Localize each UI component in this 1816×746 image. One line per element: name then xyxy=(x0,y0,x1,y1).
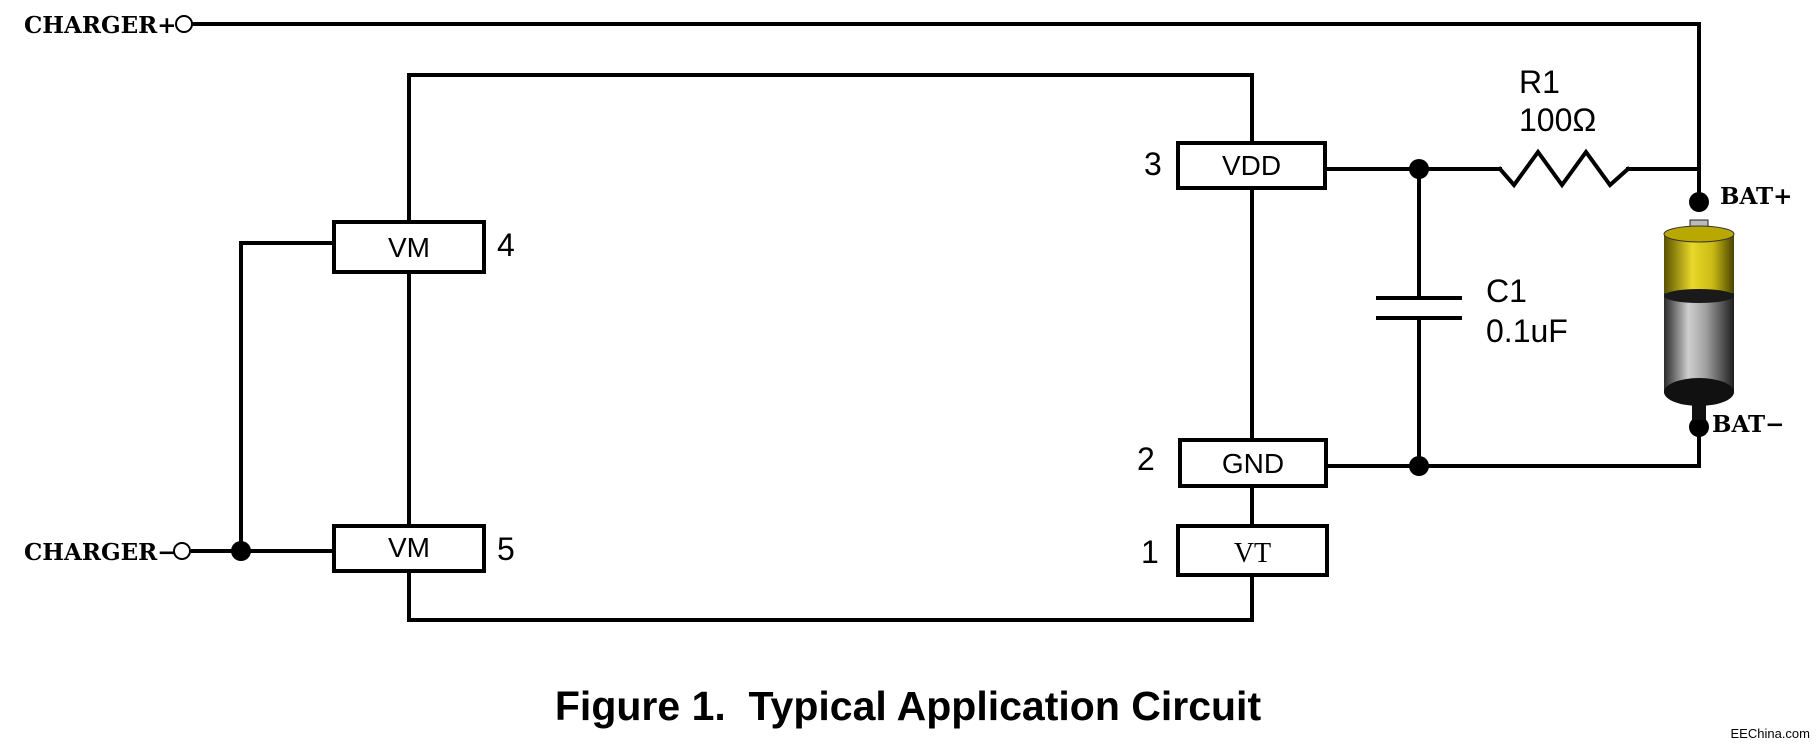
bat-minus-label: BAT− xyxy=(1712,411,1784,438)
pin-box xyxy=(1176,524,1329,577)
capacitor-value: 0.1uF xyxy=(1486,313,1568,349)
junction-gnd xyxy=(1409,456,1429,476)
pin-label: VM xyxy=(388,532,430,563)
terminal-charger-minus: CHARGER− xyxy=(24,539,191,566)
pin-number: 5 xyxy=(497,531,515,567)
pin-5: VM 5 xyxy=(332,524,515,573)
pin-number: 4 xyxy=(497,227,515,263)
terminal-charger-plus: CHARGER+ xyxy=(24,12,193,39)
junctions xyxy=(231,159,1709,561)
pin-box xyxy=(332,524,486,573)
pin-4: VM 4 xyxy=(332,220,515,274)
pin-1: VT 1 xyxy=(1141,524,1329,577)
junction-charger-minus xyxy=(231,541,251,561)
battery-icon xyxy=(1663,219,1735,420)
figure-caption: Figure 1. Typical Application Circuit xyxy=(555,683,1262,729)
pin-number: 1 xyxy=(1141,534,1159,570)
charger-plus-label: CHARGER+ xyxy=(24,12,177,39)
pin-box xyxy=(332,220,486,274)
capacitor-ref: C1 xyxy=(1486,273,1527,309)
pin-3: VDD 3 xyxy=(1144,141,1327,190)
junction-vdd xyxy=(1409,159,1429,179)
pin-2: GND 2 xyxy=(1137,438,1328,488)
pin-label: GND xyxy=(1222,448,1284,479)
resistor-r1-zigzag xyxy=(1497,148,1631,189)
pin-label: VM xyxy=(388,232,430,263)
pin-box xyxy=(1178,438,1328,488)
pin-label: VT xyxy=(1234,538,1271,569)
terminal-open-circle-icon xyxy=(175,15,193,33)
watermark: EEChina.com xyxy=(1731,726,1810,741)
pin-number: 2 xyxy=(1137,441,1155,477)
resistor-ref: R1 xyxy=(1519,64,1560,100)
charger-minus-label: CHARGER− xyxy=(24,539,177,566)
pin-label: VDD xyxy=(1222,150,1281,181)
bat-plus-label: BAT+ xyxy=(1720,183,1792,210)
resistor-value: 100Ω xyxy=(1519,102,1596,138)
terminal-open-circle-icon xyxy=(173,542,191,560)
wires xyxy=(191,22,1701,622)
junction-bat-minus xyxy=(1689,417,1709,437)
pin-number: 3 xyxy=(1144,146,1162,182)
junction-bat-plus xyxy=(1689,192,1709,212)
pin-box xyxy=(1176,141,1327,190)
